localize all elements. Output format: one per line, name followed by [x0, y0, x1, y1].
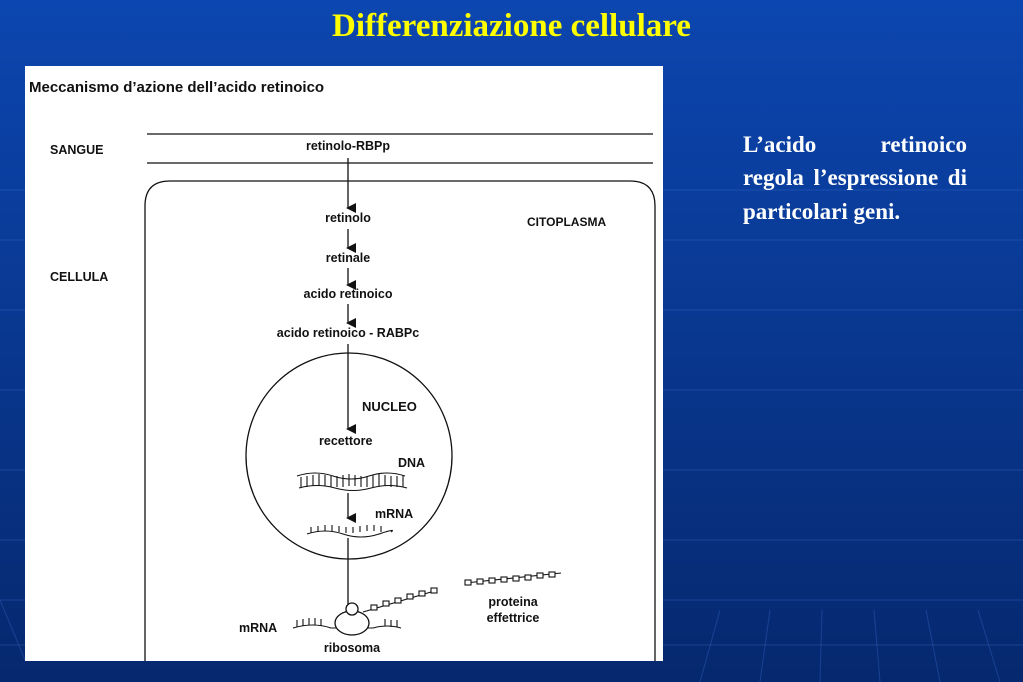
- label-dna: DNA: [398, 456, 425, 470]
- retinoic-acid-diagram: Meccanismo d’azione dell’acido retinoico…: [25, 66, 663, 661]
- description-text: L’acido retinoico regola l’espressione d…: [743, 132, 967, 224]
- label-retinoic-acid-rabpc: acido retinoico - RABPc: [277, 326, 419, 340]
- nascent-protein-chain: [362, 587, 438, 613]
- label-effector-protein-1: proteina: [488, 595, 538, 609]
- dna-strand: [296, 472, 408, 492]
- label-receptor: recettore: [319, 434, 373, 448]
- ribosome-small-subunit: [345, 602, 359, 616]
- region-label-blood: SANGUE: [50, 143, 103, 157]
- label-effector-protein-2: effettrice: [487, 611, 540, 625]
- label-ribosome: ribosoma: [324, 641, 381, 655]
- label-retinal: retinale: [326, 251, 371, 265]
- label-mrna-cytoplasm: mRNA: [239, 621, 277, 635]
- region-label-cell: CELLULA: [50, 270, 108, 284]
- label-retinol-rbpp: retinolo-RBPp: [306, 139, 390, 153]
- region-label-nucleus: NUCLEO: [362, 399, 417, 414]
- label-retinol: retinolo: [325, 211, 371, 225]
- effector-protein-chain: [464, 571, 562, 586]
- label-retinoic-acid: acido retinoico: [304, 287, 393, 301]
- nucleus: [245, 352, 453, 560]
- slide-title: Differenziazione cellulare: [332, 8, 691, 44]
- mrna-strand-nucleus: [306, 525, 394, 538]
- cell-membrane: [144, 180, 656, 661]
- diagram-heading: Meccanismo d’azione dell’acido retinoico: [29, 79, 324, 96]
- region-label-cytoplasm: CITOPLASMA: [527, 215, 606, 229]
- label-mrna-nucleus: mRNA: [375, 507, 413, 521]
